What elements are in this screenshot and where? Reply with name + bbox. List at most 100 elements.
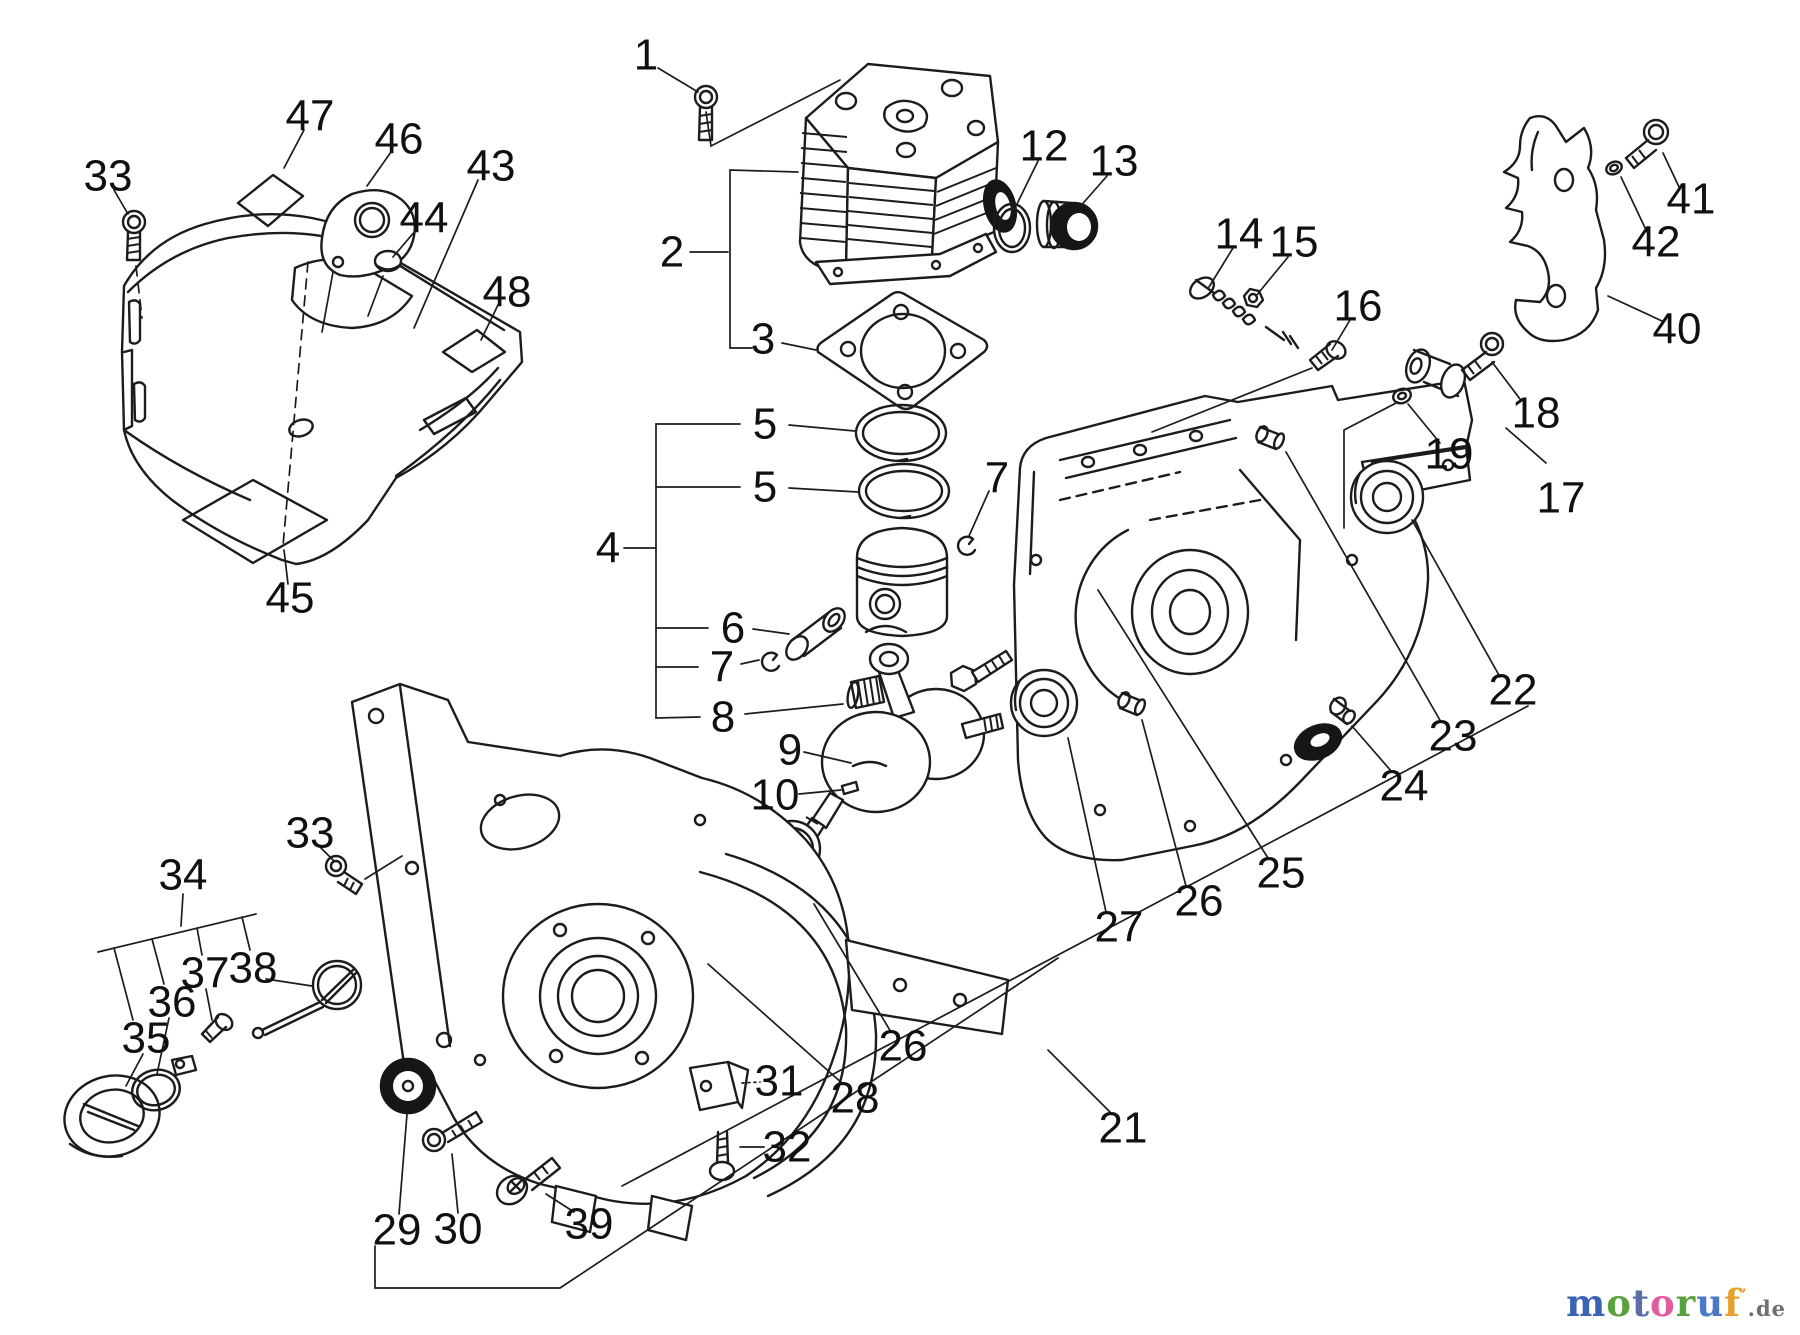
oil-seal-29-drawing bbox=[379, 1057, 437, 1115]
bearing-27-drawing bbox=[1009, 668, 1079, 738]
callout-33: 33 bbox=[84, 152, 133, 201]
callout-32: 32 bbox=[763, 1123, 812, 1172]
screw-16-drawing bbox=[1308, 340, 1347, 372]
washer-19-drawing bbox=[1392, 387, 1412, 405]
motoruf-logo-mark: ’ bbox=[1741, 1285, 1748, 1304]
callout-34: 34 bbox=[159, 851, 208, 900]
callout-14: 14 bbox=[1215, 210, 1264, 259]
callout-35: 35 bbox=[122, 1014, 171, 1063]
spacer-17-drawing bbox=[1404, 348, 1467, 399]
callout-16: 16 bbox=[1334, 282, 1383, 331]
callout-24: 24 bbox=[1380, 762, 1429, 811]
callout-37: 37 bbox=[181, 949, 230, 998]
callout-22: 22 bbox=[1489, 666, 1538, 715]
callout-15: 15 bbox=[1270, 218, 1319, 267]
screw-33-lower-drawing bbox=[324, 854, 364, 896]
callout-2: 2 bbox=[660, 228, 684, 277]
retainer-38-drawing bbox=[251, 959, 363, 1040]
callout-43: 43 bbox=[467, 142, 516, 191]
decal-45-drawing bbox=[181, 478, 329, 565]
plug-screw-24-drawing bbox=[1329, 696, 1356, 726]
motoruf-letter: o bbox=[1650, 1281, 1676, 1325]
motoruf-letter: r bbox=[1675, 1281, 1697, 1325]
screw-30-drawing bbox=[421, 1110, 484, 1153]
screw-18-drawing bbox=[1460, 331, 1505, 382]
needle-bearing-8-drawing bbox=[846, 674, 886, 710]
callout-29: 29 bbox=[373, 1206, 422, 1255]
callout-5: 5 bbox=[753, 400, 777, 449]
idle-screw-14-drawing bbox=[1188, 276, 1300, 350]
dowel-pin-26-drawing bbox=[1117, 691, 1147, 717]
callout-31: 31 bbox=[755, 1057, 804, 1106]
bolt-crankcase-drawing bbox=[949, 649, 1014, 693]
callout-39: 39 bbox=[565, 1200, 614, 1249]
callout-27: 27 bbox=[1095, 903, 1144, 952]
motoruf-logo-suffix: .de bbox=[1747, 1296, 1786, 1321]
callout-8: 8 bbox=[711, 693, 735, 742]
screw-39-drawing bbox=[495, 1156, 562, 1206]
callout-5: 5 bbox=[753, 463, 777, 512]
callout-7: 7 bbox=[985, 454, 1009, 503]
callout-13: 13 bbox=[1090, 137, 1139, 186]
callout-38: 38 bbox=[229, 944, 278, 993]
callout-9: 9 bbox=[778, 726, 802, 775]
screw-41-drawing bbox=[1624, 118, 1670, 170]
callout-3: 3 bbox=[751, 315, 775, 364]
top-cover-drawing bbox=[120, 212, 524, 566]
leader-lines bbox=[97, 67, 1681, 1289]
motoruf-letter: o bbox=[1606, 1281, 1632, 1325]
circlip-7-upper-drawing bbox=[956, 535, 977, 556]
spike-bumper-40-drawing bbox=[1502, 115, 1607, 343]
cylinder-gasket-drawing bbox=[816, 291, 989, 411]
callout-28: 28 bbox=[831, 1074, 880, 1123]
switch-31-drawing bbox=[688, 1060, 750, 1112]
callout-4: 4 bbox=[596, 524, 620, 573]
cylinder-drawing bbox=[798, 62, 1018, 286]
callout-26: 26 bbox=[1175, 877, 1224, 926]
motoruf-letter: u bbox=[1696, 1281, 1725, 1325]
callout-21: 21 bbox=[1099, 1104, 1148, 1153]
motoruf-logo[interactable]: motoruf’.de bbox=[1566, 1281, 1786, 1325]
callout-40: 40 bbox=[1653, 305, 1702, 354]
callout-42: 42 bbox=[1632, 218, 1681, 267]
callout-36: 36 bbox=[148, 978, 197, 1027]
motoruf-logo-text: motoruf bbox=[1566, 1281, 1741, 1325]
washer-42-drawing bbox=[1605, 160, 1623, 176]
fuel-cap-35-drawing bbox=[63, 1074, 161, 1158]
callout-33: 33 bbox=[286, 809, 335, 858]
callout-23: 23 bbox=[1429, 712, 1478, 761]
callout-41: 41 bbox=[1667, 175, 1716, 224]
callout-30: 30 bbox=[434, 1205, 483, 1254]
callout-6: 6 bbox=[721, 604, 745, 653]
callout-46: 46 bbox=[375, 115, 424, 164]
piston-rings-drawing bbox=[854, 403, 951, 520]
dowel-pin-23-drawing bbox=[1255, 425, 1286, 451]
piston-pin-drawing bbox=[785, 607, 846, 661]
o-ring-12-drawing bbox=[992, 202, 1032, 254]
callout-1: 1 bbox=[634, 31, 658, 80]
callout-44: 44 bbox=[400, 194, 449, 243]
piston-drawing bbox=[855, 526, 949, 638]
callout-48: 48 bbox=[483, 268, 532, 317]
motoruf-letter: t bbox=[1631, 1281, 1651, 1325]
vent-screw-37-drawing bbox=[170, 1012, 234, 1077]
callout-10: 10 bbox=[751, 771, 800, 820]
callout-12: 12 bbox=[1020, 122, 1069, 171]
decal-47-drawing bbox=[236, 173, 305, 228]
screw-1-drawing bbox=[693, 84, 719, 142]
callout-18: 18 bbox=[1512, 389, 1561, 438]
screw-32-drawing bbox=[708, 1130, 736, 1182]
callout-19: 19 bbox=[1425, 430, 1474, 479]
bearing-22-drawing bbox=[1349, 459, 1425, 535]
screw-33-top-drawing bbox=[121, 209, 147, 319]
o-ring-36-drawing bbox=[131, 1068, 181, 1112]
callout-7: 7 bbox=[710, 643, 734, 692]
circlip-7-lower-drawing bbox=[760, 651, 781, 672]
callout-25: 25 bbox=[1257, 849, 1306, 898]
sleeve-13-drawing bbox=[1035, 199, 1099, 251]
callout-17: 17 bbox=[1537, 474, 1586, 523]
decal-48-drawing bbox=[441, 328, 507, 374]
